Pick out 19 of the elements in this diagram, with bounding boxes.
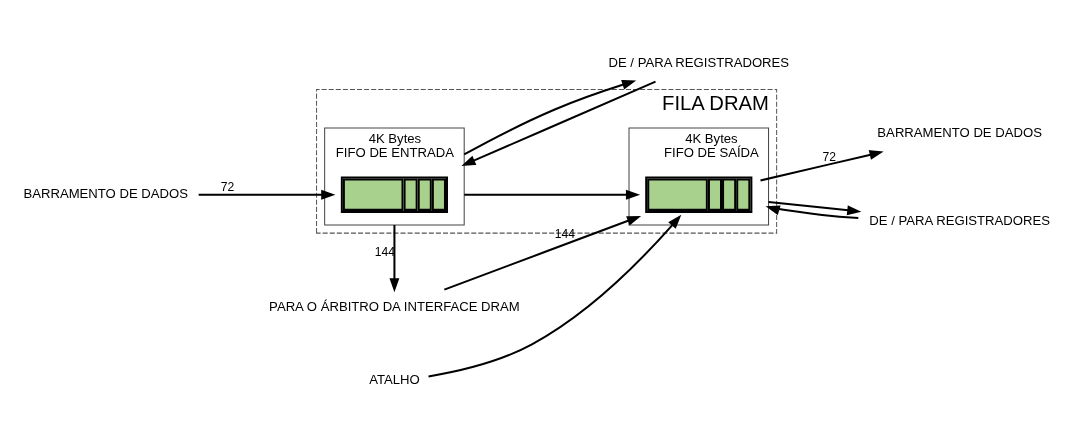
- node-text: ATALHO: [369, 372, 420, 388]
- arrow: [444, 215, 642, 291]
- arrow: [463, 80, 637, 156]
- node-text: DE / PARA REGISTRADORES: [869, 213, 1050, 229]
- arrow: [768, 200, 862, 216]
- arrow: [461, 80, 656, 167]
- arrow: [765, 205, 859, 220]
- arrow: [198, 189, 336, 200]
- node-text: PARA O ÁRBITRO DA INTERFACE DRAM: [269, 299, 520, 315]
- arrow: [464, 189, 641, 200]
- arrow: [389, 225, 400, 293]
- arrow: [760, 150, 884, 182]
- cluster: 4K Bytes FIFO DE ENTRADA: [324, 127, 465, 226]
- edge-label: 72: [220, 180, 235, 195]
- node-text: DE / PARA REGISTRADORES: [608, 54, 790, 70]
- node-text: BARRAMENTO DE DADOS: [877, 125, 1042, 141]
- edge-label: 72: [822, 149, 836, 164]
- node-text: BARRAMENTO DE DADOS: [23, 186, 189, 202]
- arrow: [428, 214, 682, 378]
